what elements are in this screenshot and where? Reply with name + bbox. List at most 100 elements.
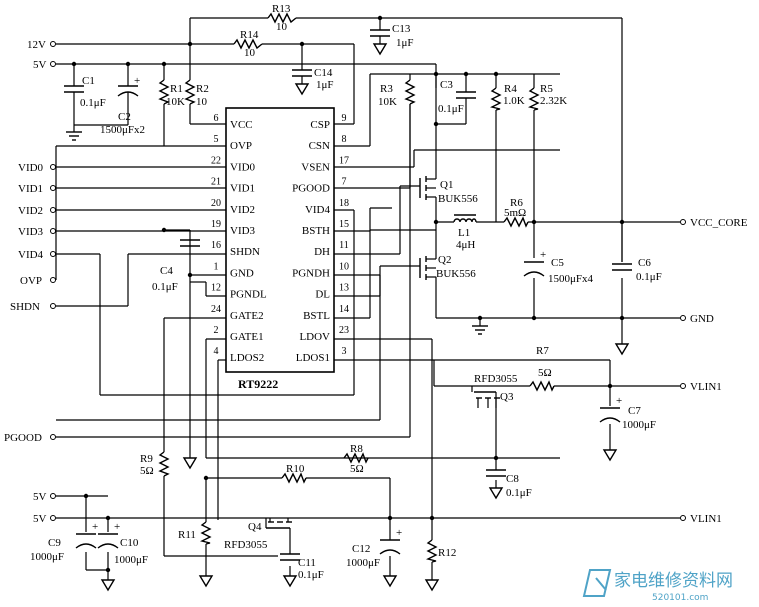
- pin-name: VID0: [230, 161, 256, 173]
- value-r5: 2.32K: [540, 95, 567, 107]
- value-c1: 0.1μF: [80, 97, 106, 109]
- pin-number: 12: [211, 283, 221, 294]
- chip-left-pins: 6VCC5OVP22VID021VID120VID219VID316SHDN1G…: [211, 113, 267, 364]
- capacitor-c9: +: [75, 521, 98, 549]
- svg-text:+: +: [396, 527, 402, 539]
- pin-number: 14: [339, 304, 349, 315]
- label-r13: R13: [272, 3, 291, 15]
- ground-arrow: [182, 457, 198, 470]
- capacitor-c2: +: [117, 75, 140, 108]
- value-c6: 0.1μF: [636, 271, 662, 283]
- label-c8: C8: [506, 473, 519, 485]
- resistor-r11: [199, 521, 212, 545]
- net-vlin1-a: VLIN1: [690, 381, 722, 393]
- pin-number: 10: [339, 261, 349, 272]
- capacitor-c7: +: [599, 395, 622, 423]
- pin-name: GND: [230, 267, 254, 279]
- pin-name: PGNDH: [292, 267, 330, 279]
- value-q4: RFD3055: [224, 539, 268, 551]
- mosfet-q1: [419, 176, 437, 200]
- ground-arrow: [100, 579, 116, 592]
- pin-number: 5: [214, 134, 219, 145]
- value-c11: 0.1μF: [298, 569, 324, 581]
- label-q3: Q3: [500, 391, 514, 403]
- value-c8: 0.1μF: [506, 487, 532, 499]
- pin-name: CSN: [309, 140, 330, 152]
- pin-number: 19: [211, 219, 221, 230]
- mosfets: [266, 176, 500, 529]
- value-q1: BUK556: [438, 193, 478, 205]
- pin-name: GATE2: [230, 310, 264, 322]
- mosfet-q3: [474, 391, 500, 408]
- capacitor-c6: [612, 263, 632, 271]
- net-labels: 12V 5V VID0 VID1 VID2 VID3 VID4 OVP SHDN…: [4, 39, 748, 525]
- label-c14: C14: [314, 67, 333, 79]
- value-r6: 5mΩ: [504, 207, 526, 219]
- value-c3: 0.1μF: [438, 103, 464, 115]
- svg-text:+: +: [92, 521, 98, 533]
- ground-symbol: [472, 325, 488, 335]
- grounds: [66, 43, 630, 592]
- pin-number: 17: [339, 155, 349, 166]
- pin-name: VID3: [230, 225, 256, 237]
- label-r3: R3: [380, 83, 393, 95]
- label-r11: R11: [178, 529, 196, 541]
- pin-number: 3: [342, 346, 347, 357]
- pin-name: CSP: [310, 119, 330, 131]
- label-c1: C1: [82, 75, 95, 87]
- pin-number: 22: [211, 155, 221, 166]
- pin-name: VCC: [230, 119, 253, 131]
- ground-arrow: [282, 575, 298, 588]
- resistor-r5: [527, 87, 540, 111]
- watermark-logo: 家电维修资料网 520101.com: [582, 569, 733, 603]
- junctions: [71, 15, 625, 573]
- net-vid0: VID0: [18, 162, 44, 174]
- label-r5: R5: [540, 83, 553, 95]
- resistor-r3: [404, 79, 416, 105]
- label-c3: C3: [440, 79, 453, 91]
- pin-name: VID1: [230, 183, 255, 195]
- net-vid3: VID3: [18, 226, 44, 238]
- label-c6: C6: [638, 257, 651, 269]
- label-c12: C12: [352, 543, 370, 555]
- watermark-text: 家电维修资料网: [614, 571, 733, 591]
- resistor-r6: [503, 216, 529, 228]
- pin-number: 11: [339, 240, 349, 251]
- net-pgood: PGOOD: [4, 432, 42, 444]
- net-5v-lower-b: 5V: [33, 513, 47, 525]
- ground-arrow: [294, 83, 310, 96]
- ground-symbol: [66, 125, 82, 141]
- pin-name: LDOS1: [296, 352, 330, 364]
- value-q3: RFD3055: [474, 373, 518, 385]
- value-r7: 5Ω: [538, 367, 552, 379]
- capacitor-c8: [486, 469, 506, 477]
- capacitor-c4: [164, 229, 200, 247]
- resistor-r7: [529, 380, 555, 392]
- value-c5: 1500μFx4: [548, 273, 594, 285]
- pin-number: 2: [214, 325, 219, 336]
- ground-arrow: [382, 575, 398, 588]
- pin-name: VID4: [305, 204, 331, 216]
- net-ovp: OVP: [20, 275, 42, 287]
- pin-name: LDOS2: [230, 352, 264, 364]
- ground-arrow: [602, 449, 618, 462]
- watermark-url: 520101.com: [652, 593, 708, 603]
- ground-arrow: [372, 43, 388, 56]
- label-q4: Q4: [248, 521, 262, 533]
- label-c5: C5: [551, 257, 564, 269]
- pin-name: PGOOD: [292, 183, 330, 195]
- pin-name: LDOV: [299, 331, 330, 343]
- pin-number: 9: [342, 113, 347, 124]
- capacitor-c11: [280, 553, 300, 561]
- wires: [55, 17, 680, 580]
- resistors: [158, 12, 555, 563]
- mosfet-q4: [266, 518, 292, 529]
- label-r14: R14: [240, 29, 259, 41]
- ground-arrow: [424, 579, 440, 592]
- pin-number: 8: [342, 134, 347, 145]
- capacitor-c12: +: [379, 527, 402, 555]
- capacitor-c1: [64, 85, 84, 108]
- pin-name: BSTL: [303, 310, 330, 322]
